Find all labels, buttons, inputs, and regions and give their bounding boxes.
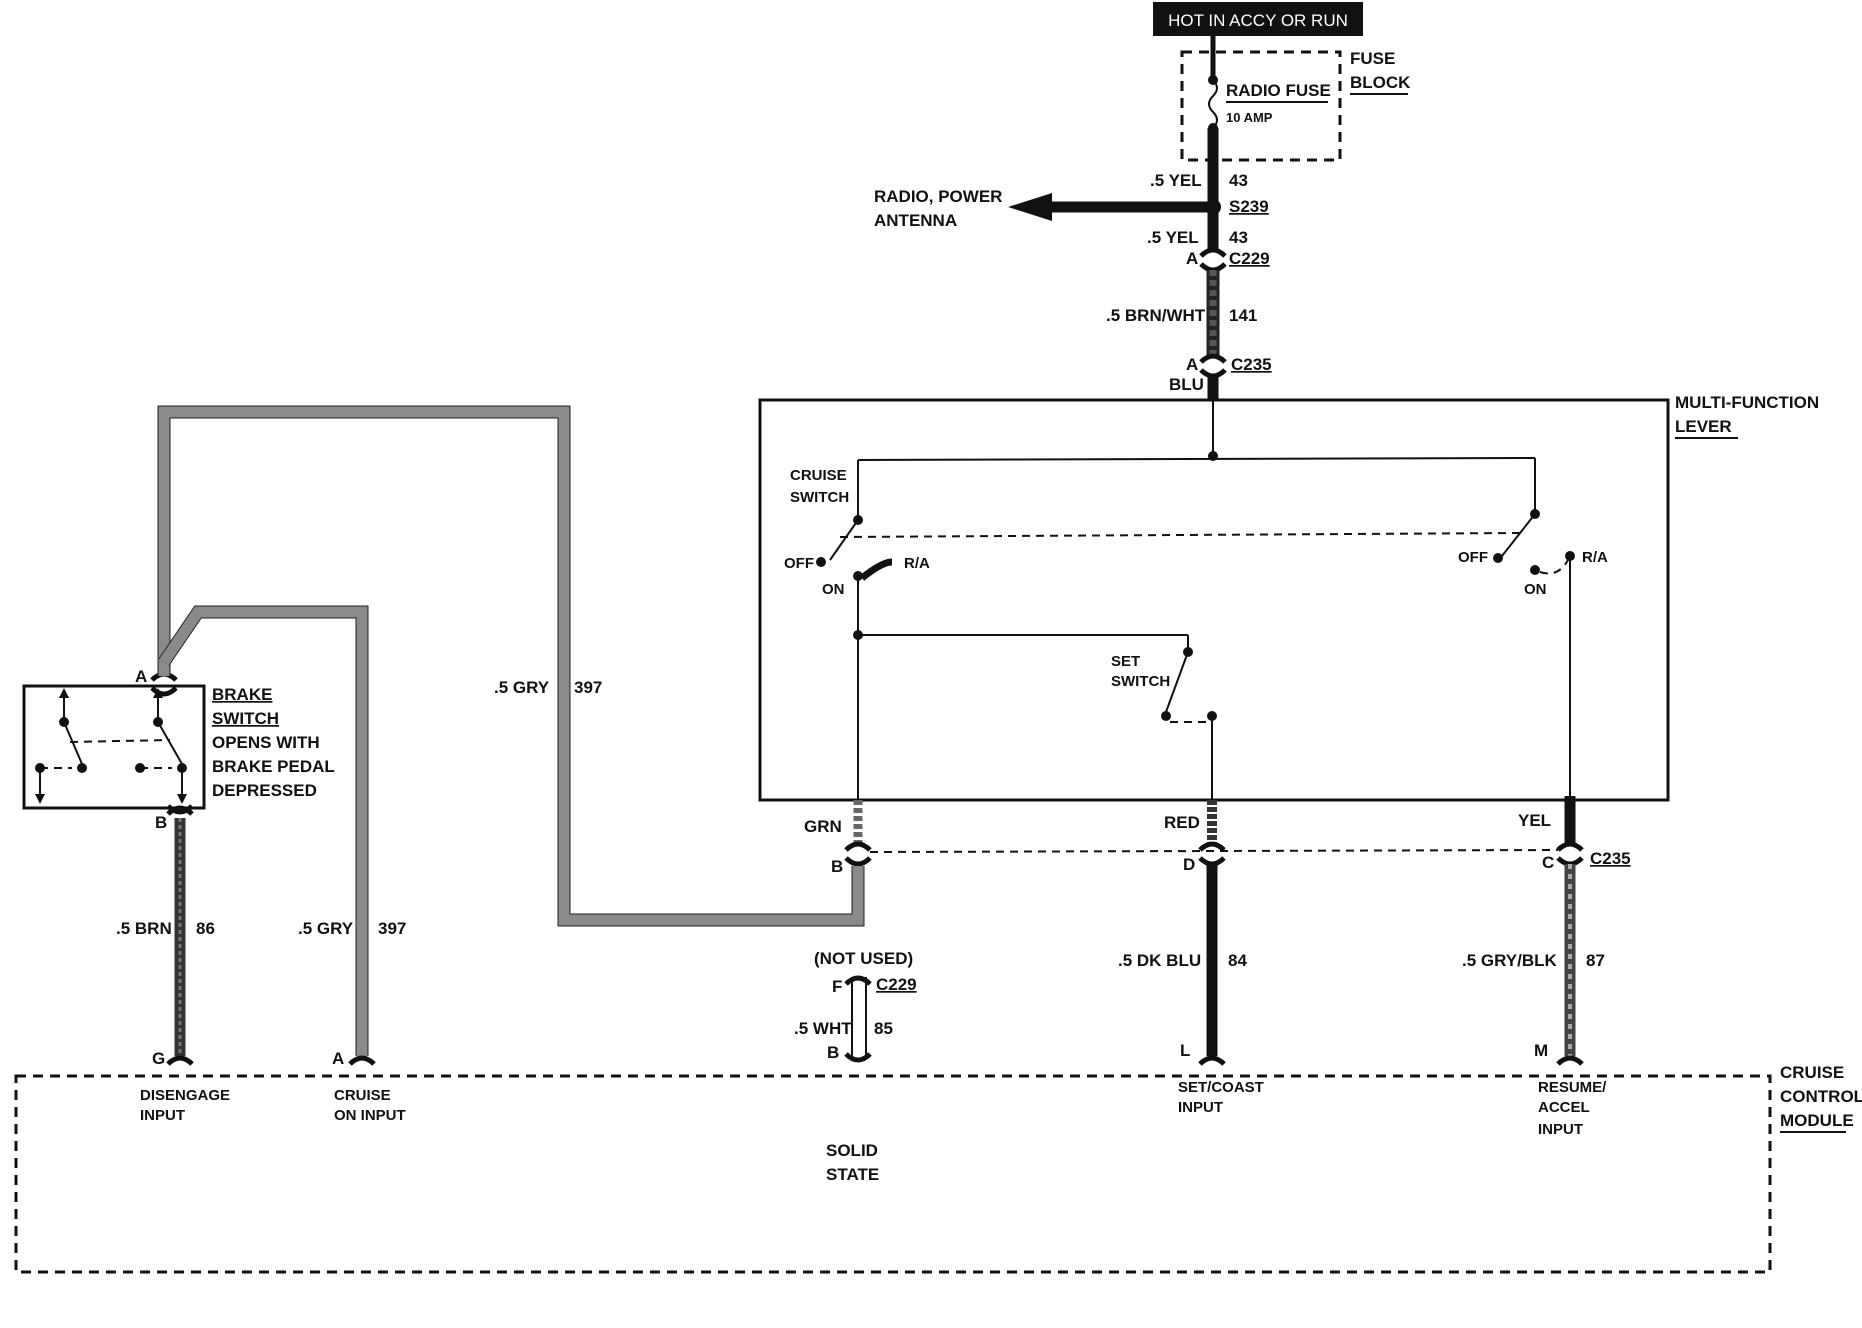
brn-wht-gauge: .5 BRN/WHT — [1106, 306, 1206, 325]
not-used-label: (NOT USED) — [814, 949, 913, 968]
cruise-on-input-2: ON INPUT — [334, 1107, 406, 1124]
gryblk-circuit: 87 — [1586, 951, 1605, 970]
module-title-3: MODULE — [1780, 1111, 1854, 1130]
resume-input-3: INPUT — [1538, 1121, 1583, 1138]
solid-state-1: SOLID — [826, 1141, 878, 1160]
fuse-block: RADIO FUSE 10 AMP FUSE BLOCK — [1180, 36, 1411, 162]
disengage-input-2: INPUT — [140, 1107, 185, 1124]
c229-f-pin: F — [832, 977, 842, 996]
splice-s239: S239 — [1229, 197, 1269, 216]
wht-gauge: .5 WHT — [794, 1019, 852, 1038]
module-pin-a: A — [332, 1049, 344, 1068]
brake-label-3: OPENS WITH — [212, 733, 320, 752]
brn-wht-circuit: 141 — [1229, 306, 1257, 325]
multi-function-lever: MULTI-FUNCTION LEVER CRUISE SWITCH OFF O… — [758, 393, 1819, 802]
brake-pin-b: B — [155, 813, 167, 832]
brn-wire-86: .5 BRN 86 — [116, 818, 215, 1056]
module-pin-m: M — [1534, 1041, 1548, 1060]
c229-f-label: C229 — [876, 975, 917, 994]
fuse-rating-label: 10 AMP — [1226, 110, 1273, 125]
radio-antenna-label-2: ANTENNA — [874, 211, 957, 230]
right-off-label: OFF — [1458, 549, 1488, 566]
gray-wire-397-loop: .5 GRY 397 — [157, 405, 865, 927]
cruise-switch-label-2: SWITCH — [790, 489, 849, 506]
hot-in-accy-label: HOT IN ACCY OR RUN — [1168, 11, 1348, 30]
lever-title-1: MULTI-FUNCTION — [1675, 393, 1819, 412]
gry-top-circuit: 397 — [574, 678, 602, 697]
disengage-input-1: DISENGAGE — [140, 1087, 230, 1104]
c229-pin-a: A — [1186, 249, 1198, 268]
lever-outputs: GRN B RED D YEL C C235 — [804, 796, 1631, 876]
yel-wire-2-circuit: 43 — [1229, 228, 1248, 247]
fuse-block-title-2: BLOCK — [1350, 73, 1411, 92]
module-title-1: CRUISE — [1780, 1063, 1844, 1082]
cruise-on-input-1: CRUISE — [334, 1087, 391, 1104]
solid-state-2: STATE — [826, 1165, 879, 1184]
set-switch-label-1: SET — [1111, 653, 1140, 670]
set-coast-input-1: SET/COAST — [1178, 1079, 1264, 1096]
brake-label-1: BRAKE — [212, 685, 272, 704]
module-title-2: CONTROL — [1780, 1087, 1862, 1106]
set-coast-input-2: INPUT — [1178, 1099, 1223, 1116]
gry-blk-wire-87: .5 GRY/BLK 87 — [1462, 864, 1605, 1056]
grn-color-label: GRN — [804, 817, 842, 836]
yel-wire-2-gauge: .5 YEL — [1147, 228, 1199, 247]
brn-circuit: 86 — [196, 919, 215, 938]
brake-switch: A B BRAKE SWITCH OPENS WITH BRAKE PEDAL … — [22, 667, 335, 832]
dk-blu-wire-84: .5 DK BLU 84 — [1118, 864, 1247, 1056]
c235-bottom-label: C235 — [1590, 849, 1631, 868]
red-pin-d: D — [1183, 855, 1195, 874]
module-pin-g: G — [152, 1049, 165, 1068]
red-color-label: RED — [1164, 813, 1200, 832]
c235-top-label: C235 — [1231, 355, 1272, 374]
left-off-label: OFF — [784, 555, 814, 572]
yel-wire-1-circuit: 43 — [1229, 171, 1248, 190]
main-feed: .5 YEL 43 S239 RADIO, POWER ANTENNA .5 Y… — [874, 128, 1272, 400]
power-source: HOT IN ACCY OR RUN — [1153, 2, 1363, 36]
grn-pin-b: B — [831, 857, 843, 876]
yel-wire-1-gauge: .5 YEL — [1150, 171, 1202, 190]
brn-gauge: .5 BRN — [116, 919, 172, 938]
wht-pin-b: B — [827, 1043, 839, 1062]
gryblk-gauge: .5 GRY/BLK — [1462, 951, 1557, 970]
left-on-label: ON — [822, 581, 845, 598]
brake-label-4: BRAKE PEDAL — [212, 757, 335, 776]
module-pin-l: L — [1180, 1041, 1190, 1060]
lever-title-2: LEVER — [1675, 417, 1732, 436]
c235-blu-color: BLU — [1169, 375, 1204, 394]
fuse-block-title-1: FUSE — [1350, 49, 1395, 68]
resume-input-2: ACCEL — [1538, 1099, 1590, 1116]
resume-input-1: RESUME/ — [1538, 1079, 1607, 1096]
right-on-label: ON — [1524, 581, 1547, 598]
right-ra-label: R/A — [1582, 549, 1608, 566]
dkblu-gauge: .5 DK BLU — [1118, 951, 1201, 970]
set-switch-label-2: SWITCH — [1111, 673, 1170, 690]
gry-bottom-circuit: 397 — [378, 919, 406, 938]
radio-antenna-label-1: RADIO, POWER — [874, 187, 1002, 206]
left-ra-label: R/A — [904, 555, 930, 572]
brake-label-2: SWITCH — [212, 709, 279, 728]
c229-label: C229 — [1229, 249, 1270, 268]
yel-color-label: YEL — [1518, 811, 1551, 830]
gry-bottom-gauge: .5 GRY — [298, 919, 354, 938]
c235-top-pin-a: A — [1186, 355, 1198, 374]
dkblu-circuit: 84 — [1228, 951, 1247, 970]
radio-fuse-label: RADIO FUSE — [1226, 81, 1331, 100]
cruise-control-module: CRUISE CONTROL MODULE G A L M DISENGAGE … — [14, 1041, 1862, 1274]
gray-wire-397-cruise-on: .5 GRY 397 — [158, 605, 406, 1056]
brake-pin-a: A — [135, 667, 147, 686]
brake-label-5: DEPRESSED — [212, 781, 317, 800]
wht-wire-85-not-used: (NOT USED) F C229 .5 WHT 85 B — [794, 949, 917, 1063]
wht-circuit: 85 — [874, 1019, 893, 1038]
cruise-switch-label-1: CRUISE — [790, 467, 847, 484]
yel-pin-c: C — [1542, 853, 1554, 872]
gry-top-gauge: .5 GRY — [494, 678, 550, 697]
